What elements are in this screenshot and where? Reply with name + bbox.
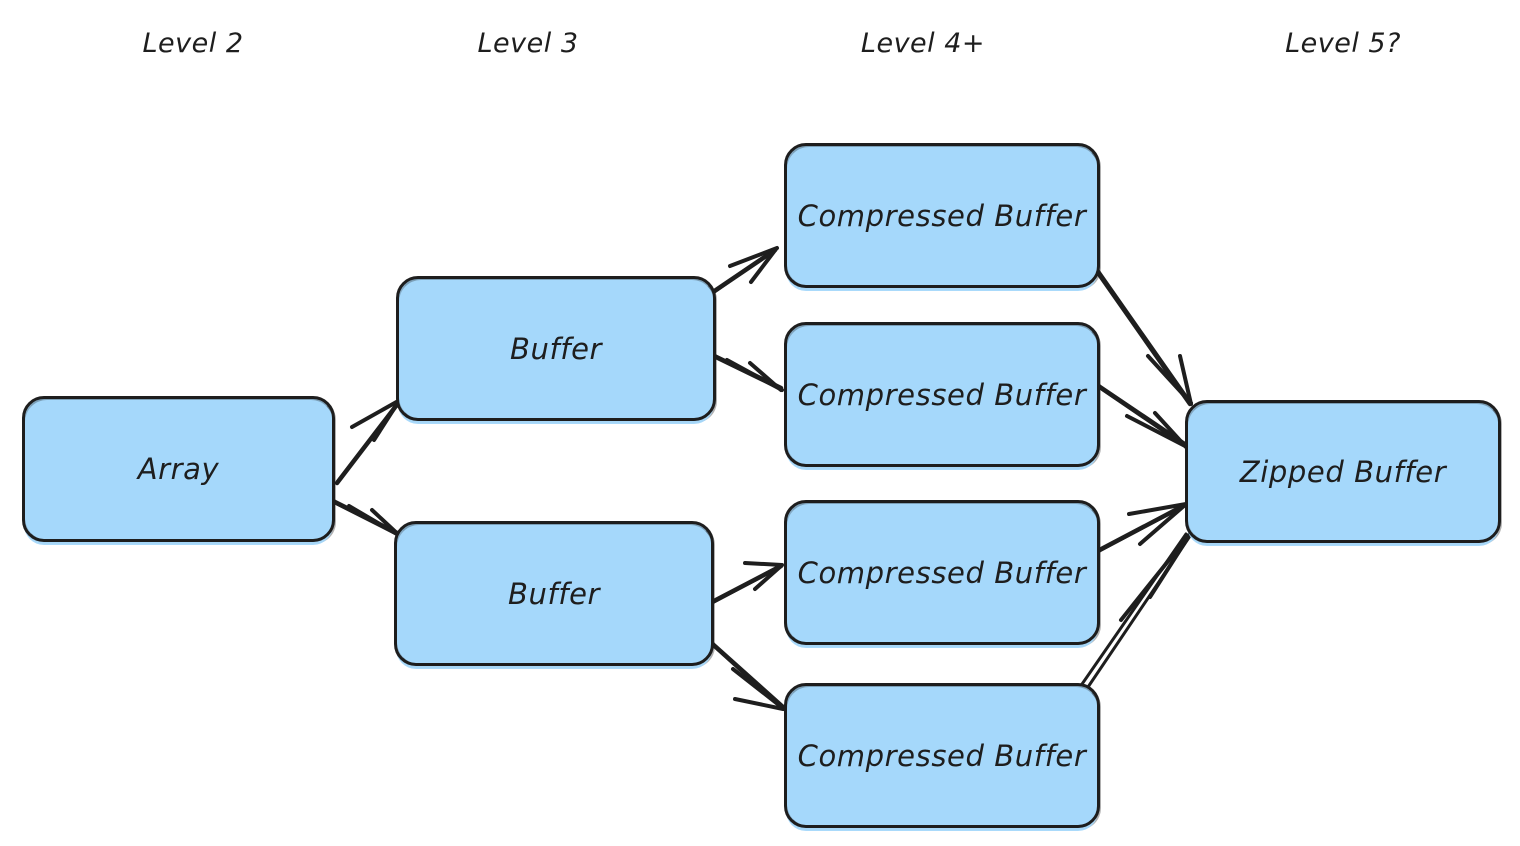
edge-array-to-buffer-1 xyxy=(334,398,402,486)
node-buffer-1[interactable]: Buffer xyxy=(396,276,716,421)
column-label-text: Level 5? xyxy=(1285,28,1401,59)
node-label: Compressed Buffer xyxy=(797,377,1087,412)
column-label-text: Level 4+ xyxy=(860,28,986,59)
node-zipped-buffer[interactable]: Zipped Buffer xyxy=(1185,400,1501,543)
edge-buffer-2-to-cbuffer-3 xyxy=(711,561,784,604)
edge-cbuffer-2-to-zipped xyxy=(1094,382,1189,449)
node-label: Compressed Buffer xyxy=(797,555,1087,590)
node-compressed-buffer-2[interactable]: Compressed Buffer xyxy=(784,322,1100,467)
column-label-text: Level 3 xyxy=(477,28,579,59)
column-label-level-3: Level 3 xyxy=(477,28,578,59)
node-label: Array xyxy=(137,452,220,486)
edge-cbuffer-1-to-zipped xyxy=(1091,264,1193,407)
edge-cbuffer-3-to-zipped xyxy=(1087,502,1188,558)
node-buffer-2[interactable]: Buffer xyxy=(394,521,714,666)
edge-buffer-1-to-cbuffer-2 xyxy=(703,349,784,392)
column-label-level-5: Level 5? xyxy=(1285,28,1401,59)
node-label: Buffer xyxy=(509,331,603,366)
column-label-level-2: Level 2 xyxy=(142,28,243,59)
node-compressed-buffer-4[interactable]: Compressed Buffer xyxy=(784,683,1100,828)
node-label: Buffer xyxy=(507,576,601,611)
edge-buffer-1-to-cbuffer-1 xyxy=(710,246,779,295)
node-label: Compressed Buffer xyxy=(797,198,1087,233)
node-compressed-buffer-1[interactable]: Compressed Buffer xyxy=(784,143,1100,288)
node-array[interactable]: Array xyxy=(22,396,335,542)
node-label: Zipped Buffer xyxy=(1239,454,1447,489)
node-label: Compressed Buffer xyxy=(797,738,1087,773)
column-label-level-4: Level 4+ xyxy=(861,28,985,59)
edge-array-to-buffer-2 xyxy=(324,495,404,539)
edge-buffer-2-to-cbuffer-4 xyxy=(704,636,786,711)
column-label-text: Level 2 xyxy=(142,28,244,59)
node-compressed-buffer-3[interactable]: Compressed Buffer xyxy=(784,500,1100,645)
